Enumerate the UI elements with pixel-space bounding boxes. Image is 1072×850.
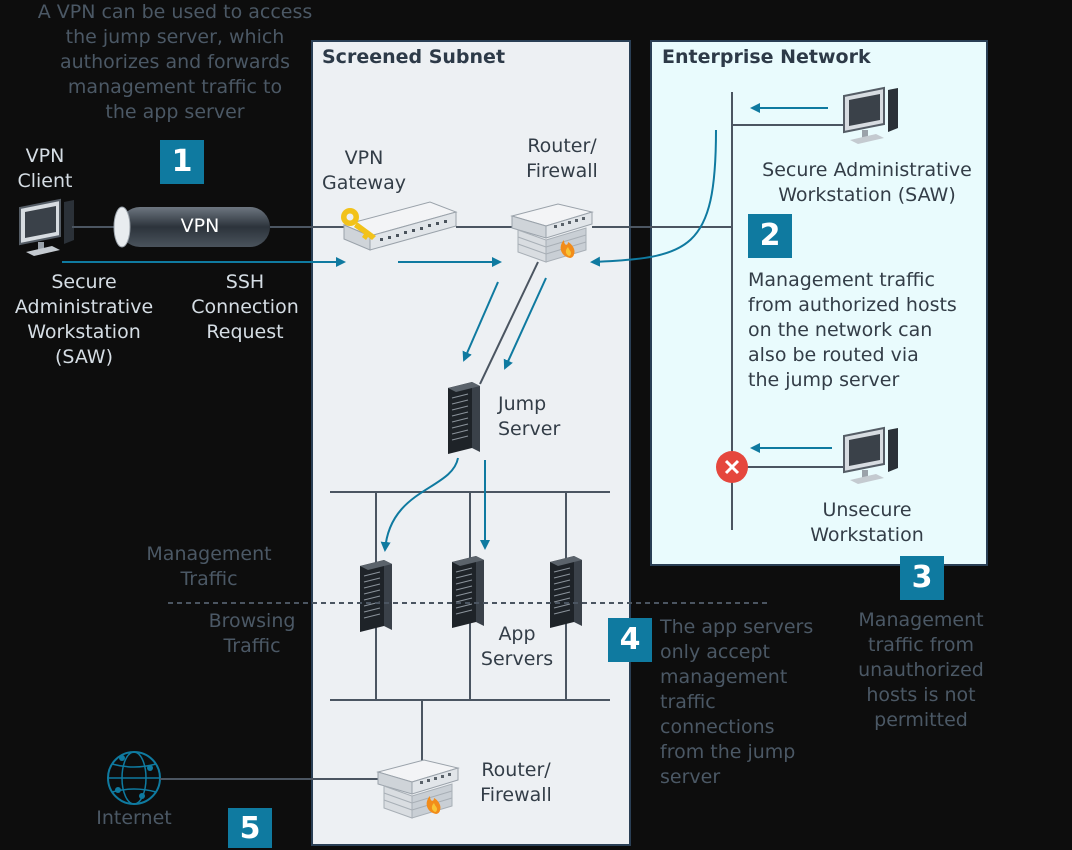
vpn-gateway-label: VPN Gateway: [322, 147, 406, 194]
jump-server-icon: [447, 381, 481, 455]
step-3-badge: 3: [900, 556, 944, 600]
app-servers-label: App Servers: [480, 623, 554, 670]
internet-label: Internet: [96, 807, 172, 829]
vpn-client-label: VPN Client: [17, 145, 73, 192]
vpn-gateway-icon: [342, 201, 458, 251]
note-1-text: A VPN can be used to access the jump ser…: [37, 1, 313, 123]
app-server-3-icon: [549, 555, 583, 629]
note-3-text: Management traffic from unauthorized hos…: [858, 609, 984, 731]
screened-subnet-title: Screened Subnet: [322, 46, 506, 68]
saw-right-label: Secure Administrative Workstation (SAW): [762, 159, 972, 206]
jump-server-label: Jump Server: [498, 393, 561, 440]
vpn-client-monitor-icon: [19, 199, 75, 257]
globe-icon: [107, 751, 161, 805]
blocked-icon: [716, 451, 748, 483]
router-firewall-bottom-icon: [377, 759, 459, 819]
router-firewall-top-icon: [511, 203, 593, 263]
vpn-tunnel-icon: [113, 206, 270, 248]
step-5-badge: 5: [228, 808, 272, 848]
unsecure-workstation-monitor-icon: [843, 427, 899, 485]
browsing-traffic-label: Browsing Traffic: [208, 610, 296, 657]
app-server-1-icon: [359, 559, 393, 633]
vpn-tunnel-label: VPN: [180, 215, 220, 237]
router-firewall-bottom-label: Router/ Firewall: [480, 759, 552, 806]
management-traffic-label: Management Traffic: [146, 543, 272, 590]
step-1-badge: 1: [160, 140, 204, 184]
router-firewall-top-label: Router/ Firewall: [526, 135, 598, 182]
enterprise-network-zone: [650, 40, 988, 566]
app-server-2-icon: [451, 555, 485, 629]
key-icon: [341, 208, 376, 240]
step-4-badge: 4: [608, 618, 652, 662]
enterprise-network-title: Enterprise Network: [662, 46, 871, 68]
unsecure-workstation-label: Unsecure Workstation: [810, 499, 924, 546]
note-2-text: Management traffic from authorized hosts…: [748, 269, 957, 391]
saw-right-monitor-icon: [843, 87, 899, 145]
ssh-request-label: SSH Connection Request: [191, 271, 299, 343]
note-4-text: The app servers only accept management t…: [660, 616, 814, 788]
saw-left-label: Secure Administrative Workstation (SAW): [14, 271, 154, 368]
step-2-badge: 2: [748, 214, 792, 258]
